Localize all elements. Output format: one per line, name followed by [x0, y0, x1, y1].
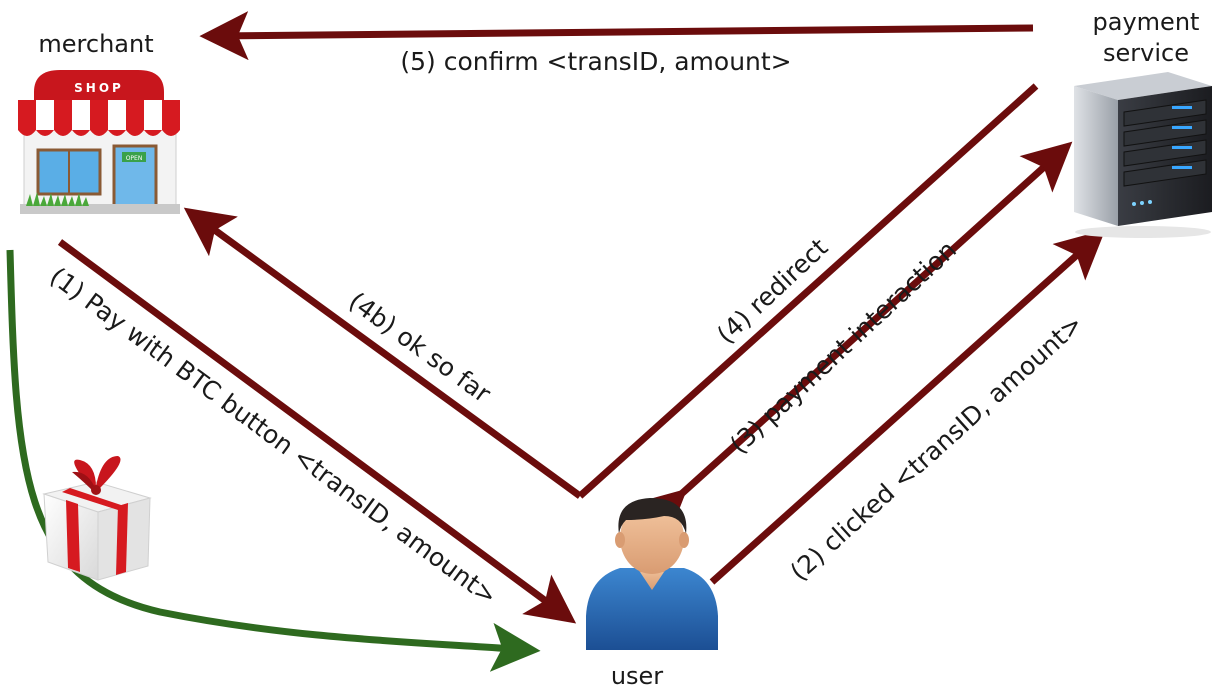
- user-icon: [586, 498, 718, 650]
- shop-icon: SHOP OPEN: [18, 70, 180, 214]
- shop-sign-text: SHOP: [74, 81, 124, 95]
- user-node: user: [586, 498, 718, 690]
- open-sign-text: OPEN: [126, 155, 143, 162]
- label-step4b: (4b) ok so far: [343, 286, 496, 408]
- arrow-step4b: [183, 207, 583, 499]
- server-icon: [1074, 72, 1212, 238]
- user-label: user: [611, 662, 663, 690]
- payment-service-node: payment service: [1074, 8, 1212, 238]
- merchant-node: merchant SHOP OPEN: [18, 30, 180, 214]
- arrow-step5: [199, 11, 1034, 61]
- label-step3: (3) payment interaction: [724, 235, 962, 459]
- arrow-step2: [709, 229, 1106, 585]
- arrow-step3: [634, 141, 1073, 540]
- label-step5: (5) confirm <transID, amount>: [400, 47, 791, 76]
- label-step4: (4) redirect: [711, 233, 833, 350]
- merchant-label: merchant: [38, 30, 153, 58]
- payment-service-label-line2: service: [1103, 39, 1189, 67]
- payment-service-label-line1: payment: [1093, 8, 1200, 36]
- gift-icon: [42, 456, 152, 581]
- arrow-delivery: [6, 249, 541, 672]
- arrow-step1: [57, 239, 577, 624]
